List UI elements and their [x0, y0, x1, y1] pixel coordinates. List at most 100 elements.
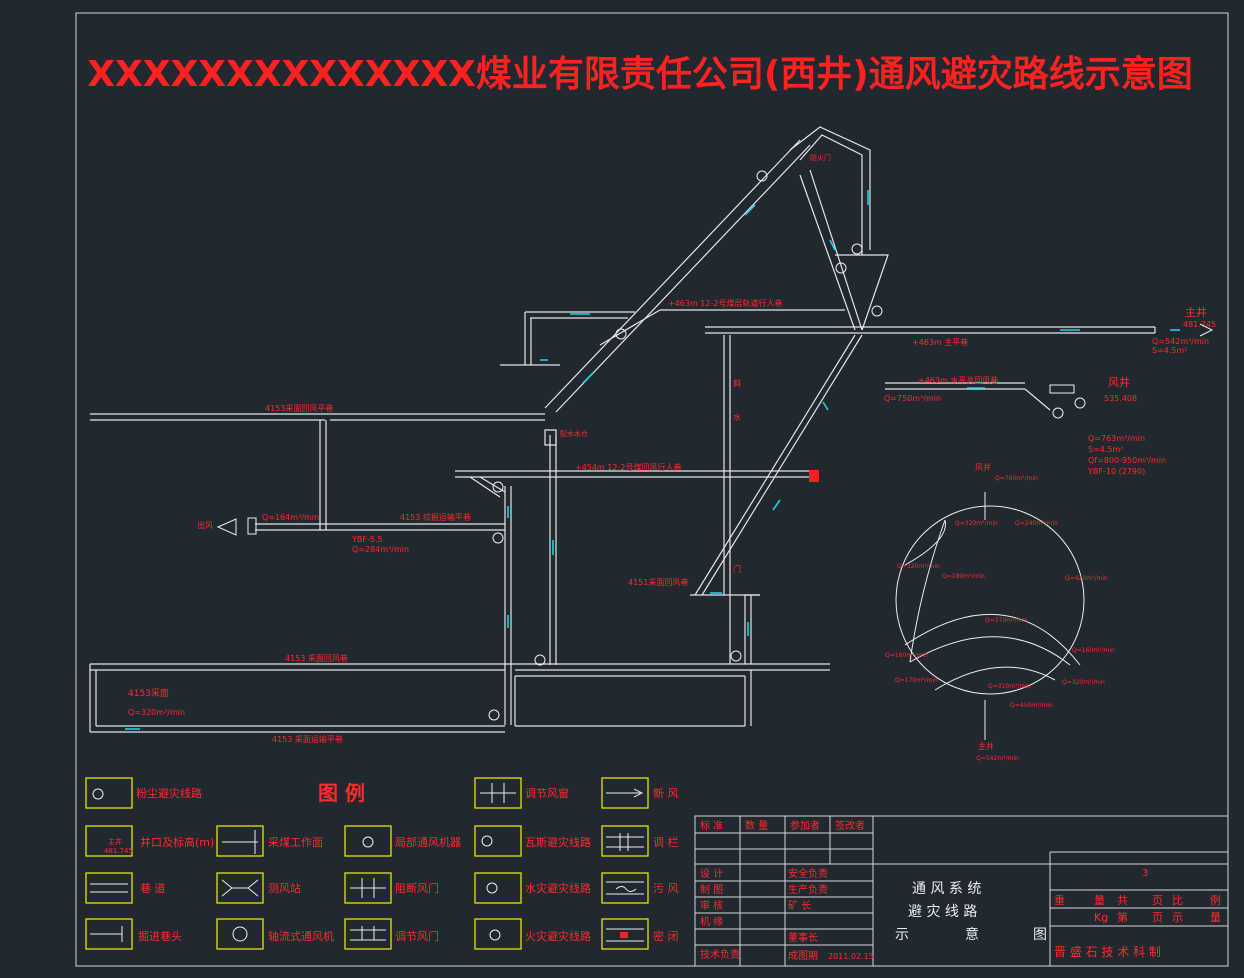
- legend-axial-fan: 轴流式通风机: [268, 929, 334, 943]
- meta2-3: 示: [1172, 911, 1183, 924]
- label-water-q: Q=750m³/min: [884, 394, 941, 403]
- circle-label-8: Q=170m³/min: [895, 677, 938, 684]
- meta1-1: 量: [1094, 894, 1105, 907]
- circle-label-3: Q=180m³/min: [942, 573, 985, 580]
- role-3: 机 缘: [700, 915, 723, 928]
- legend-shaft-sub1: 主井: [108, 837, 122, 846]
- circle-label-11: Q=450m³/min: [1010, 702, 1053, 709]
- label-fan-qf: Qf=800-950m³/min: [1088, 456, 1166, 465]
- drawing-name-1: 通 风 系 统: [912, 881, 981, 897]
- meta1-4: 比: [1172, 894, 1183, 907]
- rev-h1: 数 量: [745, 819, 768, 832]
- legend: 图 例 粉尘避灾线路 主井 481.745 井口及标高(m) 巷 道 掘进巷头 …: [85, 777, 679, 950]
- drawing-title: XXXXXXXXXXXXXX煤业有限责任公司(西井)通风避灾路线示意图: [87, 54, 1193, 95]
- label-door: 门: [733, 564, 741, 574]
- legend-barrier: 调 栏: [653, 835, 679, 849]
- legend-shaft-sub2: 481.745: [104, 847, 133, 855]
- meta1-2: 共: [1117, 894, 1128, 907]
- label-circle-main: 主井: [978, 741, 994, 751]
- label-circle-air-q: Q=760m³/min: [995, 475, 1038, 482]
- legend-seal: 密 闭: [653, 929, 679, 943]
- roadway-network: [89, 126, 1156, 733]
- label-pedestrian-upper: +463m 12-2号煤层轨道行人巷: [668, 298, 782, 308]
- sheet-no: 3: [1142, 868, 1148, 879]
- circle-label-0: Q=320m³/min: [955, 520, 998, 527]
- legend-dust-route: 粉尘避灾线路: [136, 786, 202, 800]
- label-main-shaft-elev: 481.745: [1183, 320, 1216, 329]
- label-fan-exit: 出风: [197, 520, 213, 530]
- label-return-4151: 4151采面回风巷: [628, 577, 688, 587]
- label-main-shaft-s: S=4.5m²: [1152, 346, 1188, 355]
- label-circle-main-q: Q=542m³/min: [976, 755, 1019, 762]
- drawing-name-3b: 意: [965, 926, 979, 943]
- airflow-arrows: [125, 190, 1180, 730]
- map-labels: 主井 481.745 Q=542m³/min S=4.5m² 风井 535.40…: [128, 153, 1216, 744]
- drawing-date: 2011.02.15: [828, 952, 874, 961]
- circle-label-7: Q=160m³/min: [885, 652, 928, 659]
- rev-h2: 参加者: [790, 819, 820, 832]
- label-water-gate: 水: [733, 412, 741, 422]
- rev-h0: 标 准: [700, 820, 723, 832]
- role-0: 设 计: [700, 867, 723, 880]
- label-water-tank: 配水水仓: [560, 429, 588, 438]
- air-shaft-mark: [1049, 384, 1075, 394]
- label-return-4153: 4153 采面回风巷: [285, 653, 348, 663]
- legend-fresh-air: 新 风: [653, 786, 679, 800]
- role-2: 审 核: [700, 899, 723, 912]
- meta1-5: 例: [1210, 893, 1221, 907]
- circle-label-6: Q=160m³/min: [1072, 647, 1115, 654]
- fan-symbol: [247, 517, 257, 535]
- legend-roadway: 巷 道: [140, 881, 166, 895]
- legend-foul-air: 污 风: [653, 882, 679, 895]
- label-transport-4153: 4153 采面运输平巷: [272, 734, 343, 744]
- label-return-upper: 4153采面回风平巷: [265, 403, 333, 413]
- legend-heading: 图 例: [318, 781, 365, 805]
- role2-1: 生产负责: [788, 883, 828, 896]
- label-fan-s: S=4.5m²: [1088, 445, 1124, 454]
- drawing-name-3a: 示: [895, 927, 909, 943]
- meta1-0: 重: [1054, 893, 1065, 907]
- label-q-164: Q=164m³/min: [262, 513, 319, 522]
- legend-heading-face: 掘进巷头: [138, 929, 182, 943]
- label-main-level: +463m 主平巷: [912, 337, 968, 347]
- label-fan-model: YBF-10 (2790): [1087, 467, 1145, 476]
- circle-label-2: Q=320m³/min: [897, 563, 940, 570]
- label-face-4153: 4153采面: [128, 688, 169, 699]
- label-fire-gate: 防火门: [810, 153, 831, 162]
- label-fan-q: Q=763m³/min: [1088, 434, 1145, 443]
- legend-block-door: 阻断风门: [395, 881, 439, 895]
- drawing-name-2: 避 灾 线 路: [908, 903, 977, 920]
- label-air-shaft-elev: 535.408: [1104, 394, 1137, 403]
- meta2-1: 第: [1117, 910, 1128, 924]
- label-main-shaft: 主井: [1185, 305, 1207, 319]
- circle-label-9: Q=310m³/min: [988, 683, 1031, 690]
- legend-gas-route: 瓦斯避灾线路: [525, 835, 591, 849]
- exit-arrow: [216, 518, 237, 536]
- meta2-0: Kg: [1094, 911, 1108, 924]
- label-circle-air: 风井: [975, 462, 991, 472]
- legend-local-fan: 局部通风机器: [395, 835, 461, 849]
- legend-adjust-door: 调节风门: [395, 929, 439, 943]
- label-q-284: Q=284m³/min: [352, 545, 409, 554]
- label-air-shaft: 风井: [1108, 375, 1130, 389]
- label-pedestrian-lower: +454m 12-2号煤回风行人巷: [575, 462, 681, 472]
- drawing-name-3c: 图: [1033, 927, 1047, 943]
- network-graph: 风井 Q=760m³/min 主井 Q=542m³/min Q=320m³/mi…: [885, 462, 1115, 762]
- legend-fire-route: 火灾避灾线路: [525, 929, 591, 943]
- circle-label-10: Q=320m³/min: [1062, 679, 1105, 686]
- drawing-frame: [75, 12, 1229, 967]
- label-main-shaft-q: Q=542m³/min: [1152, 337, 1209, 346]
- label-face-4153-q: Q=320m³/min: [128, 708, 185, 717]
- role2-3: 董事长: [788, 931, 818, 944]
- rev-h3: 签改者: [835, 819, 865, 832]
- role2-0: 安全负责: [788, 867, 828, 880]
- company-name: 晋 盛 石 技 术 科 制: [1054, 944, 1161, 959]
- circle-label-5: Q=370m³/min: [985, 617, 1028, 624]
- circle-label-4: Q=420m³/min: [1065, 575, 1108, 582]
- legend-shaft: 井口及标高(m): [140, 835, 214, 849]
- network-nodes: [488, 170, 1086, 721]
- seal-mark: [809, 470, 819, 482]
- meta2-4: 量: [1210, 911, 1221, 924]
- role2-4: 成图期: [788, 950, 818, 962]
